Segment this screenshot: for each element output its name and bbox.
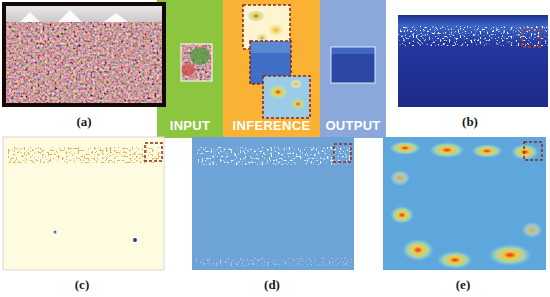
- inference-maps: [243, 5, 310, 118]
- panel-letter: (a): [76, 114, 91, 130]
- panel-letter: (b): [462, 114, 478, 130]
- density-map: [192, 137, 354, 270]
- density-map: [3, 137, 164, 270]
- panel-letter: (c): [75, 277, 89, 293]
- stage-title: INPUT: [170, 118, 211, 133]
- output-map: [331, 47, 375, 83]
- panel-letter: (d): [264, 277, 280, 293]
- heat-map: [383, 137, 546, 270]
- crowd-photo: [2, 2, 166, 107]
- stage-title: INFERENCE: [233, 118, 311, 133]
- density-map: [398, 15, 548, 107]
- panel-letter: (e): [456, 277, 470, 293]
- stage-title: OUTPUT: [325, 118, 380, 133]
- input-thumbnail: [181, 44, 212, 81]
